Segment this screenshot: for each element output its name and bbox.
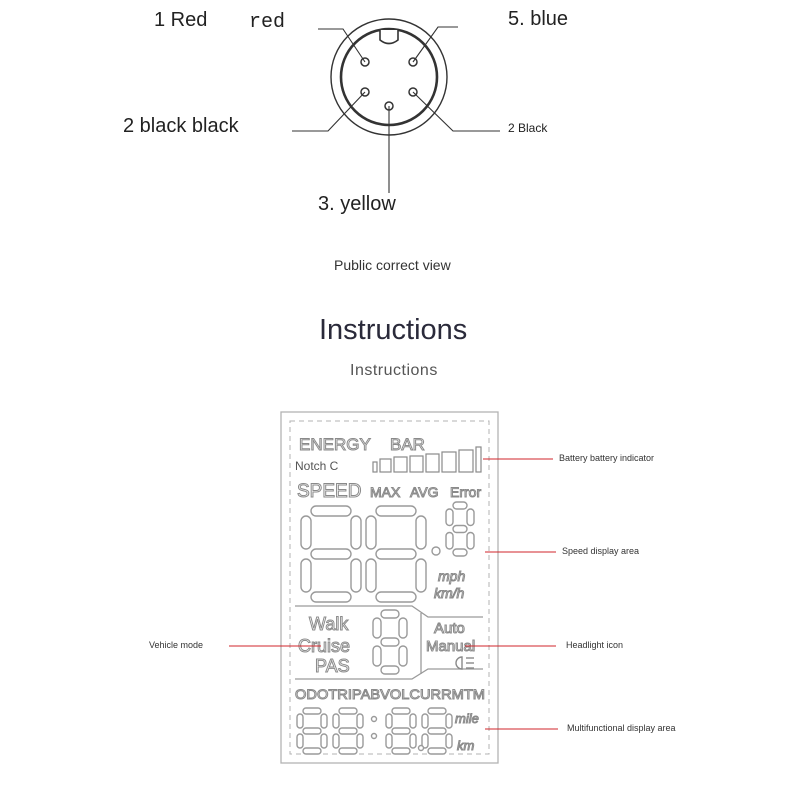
- lcd-manual-label: Manual: [426, 638, 475, 655]
- lcd-inner-frame: [289, 420, 490, 755]
- pin-leader-lines: [292, 26, 500, 193]
- lcd-speed-label: SPEED: [297, 481, 361, 502]
- lcd-display: ENERGY BAR Notch C SPEED MAX AVG Error m…: [280, 411, 499, 764]
- lcd-pas-label: PAS: [315, 656, 350, 676]
- connector-key-notch: [379, 30, 399, 45]
- lcd-walk-label: Walk: [309, 614, 349, 634]
- lcd-kmh-label: km/h: [434, 585, 465, 601]
- leader-line-pin5: [412, 26, 458, 63]
- pin3-label: 3. yellow: [318, 193, 396, 215]
- battery-bar-5: [441, 451, 457, 473]
- leader-line-pin4: [412, 91, 500, 132]
- lcd-cruise-label: Cruise: [298, 636, 350, 656]
- battery-bar-3: [409, 455, 424, 473]
- lcd-notch-label: Notch C: [295, 459, 339, 473]
- leader-line-pin1: [318, 28, 366, 63]
- callout-headlight: Headlight icon: [566, 640, 624, 650]
- battery-bar-4: [425, 453, 440, 473]
- headlight-icon: [455, 656, 474, 670]
- lcd-bar-label: BAR: [390, 435, 425, 454]
- lcd-avg-label: AVG: [410, 484, 439, 500]
- battery-bars: [372, 446, 482, 473]
- leader-line-pin2: [292, 91, 366, 132]
- multifunction-digits: [296, 707, 453, 755]
- multi-digit-1: [296, 707, 328, 755]
- battery-bar-1: [379, 458, 392, 473]
- lcd-divider-top: [295, 605, 483, 618]
- lcd-mode-labels: ODOTRIPABVOLCURRMTM: [295, 686, 485, 702]
- speed-digit-small: [445, 501, 475, 557]
- pas-digit: [372, 609, 408, 675]
- pin1-color-note: red: [249, 11, 286, 34]
- instructions-title: Instructions: [319, 314, 468, 346]
- connector-caption: Public correct view: [334, 257, 451, 273]
- callout-vehicle-mode: Vehicle mode: [149, 640, 204, 650]
- battery-bar-tip: [372, 461, 378, 473]
- callout-lines: [229, 458, 558, 730]
- multi-digit-3: [385, 707, 417, 755]
- lcd-auto-label: Auto: [434, 620, 465, 637]
- pin4-label: 2 Black: [508, 121, 548, 135]
- pin1-label: 1 Red: [154, 9, 208, 31]
- speed-digit-1: [300, 505, 362, 603]
- battery-bar-7: [475, 446, 482, 473]
- lcd-divider-bottom: [295, 668, 483, 680]
- speed-decimal-point: [431, 546, 441, 556]
- callout-multifunction: Multifunctional display area: [567, 723, 676, 733]
- multi-colon-top: [370, 715, 378, 723]
- speed-digits: [300, 501, 475, 603]
- lcd-energy-label: ENERGY: [299, 435, 371, 454]
- battery-bar-2: [393, 456, 408, 473]
- lcd-mile-label: mile: [455, 711, 479, 726]
- pin5-label: 5. blue: [508, 8, 569, 30]
- speed-digit-2: [365, 505, 427, 603]
- pin2-label: 2 black black: [123, 115, 239, 137]
- instructions-subtitle: Instructions: [350, 362, 438, 379]
- battery-bar-6: [458, 449, 474, 473]
- callout-speed: Speed display area: [562, 546, 640, 556]
- multi-digit-2: [332, 707, 364, 755]
- callout-battery: Battery battery indicator: [559, 453, 655, 463]
- lcd-error-label: Error: [450, 484, 481, 500]
- multi-decimal-point: [417, 744, 425, 752]
- lcd-outer-frame: [280, 411, 499, 764]
- pas-level-digit: [372, 609, 408, 675]
- lcd-mph-label: mph: [438, 568, 465, 584]
- multi-colon-bottom: [370, 732, 378, 740]
- multi-digit-4: [421, 707, 453, 755]
- lcd-max-label: MAX: [370, 484, 401, 500]
- lcd-km-label: km: [457, 738, 475, 753]
